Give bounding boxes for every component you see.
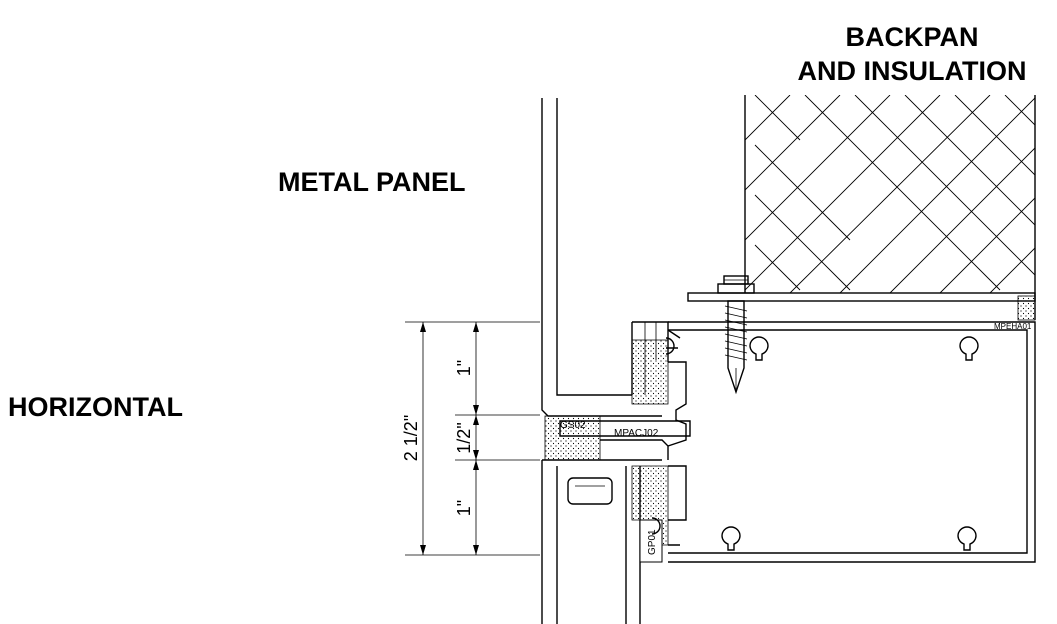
dim-top: 1" (454, 360, 474, 376)
tag-mpeha01: MPEHA01 (994, 322, 1032, 331)
backpan-label-line1: BACKPAN (846, 22, 979, 52)
mullion-extrusion (651, 321, 1036, 563)
backpan-label-line2: AND INSULATION (798, 56, 1027, 86)
metal-panel-label: METAL PANEL (278, 167, 466, 197)
tag-gs02: GS02 (560, 420, 586, 431)
gp01-gasket (639, 519, 663, 563)
joint-sealant (544, 415, 601, 461)
backpan-plate (687, 292, 1036, 302)
tag-gp01: GP01 (647, 529, 658, 555)
corner-sealant (1017, 295, 1036, 321)
fastener-screw (717, 275, 755, 395)
upper-sealant (631, 339, 669, 405)
tag-mpacj02: MPACJ02 (614, 428, 659, 439)
dim-overall: 2 1/2" (401, 415, 421, 461)
insulation-block (744, 95, 1036, 320)
joint-plate (559, 420, 691, 437)
horizontal-label: HORIZONTAL (8, 392, 183, 422)
dim-bottom: 1" (454, 500, 474, 516)
dimension-lines (405, 321, 540, 556)
dim-middle: 1/2" (454, 422, 474, 453)
